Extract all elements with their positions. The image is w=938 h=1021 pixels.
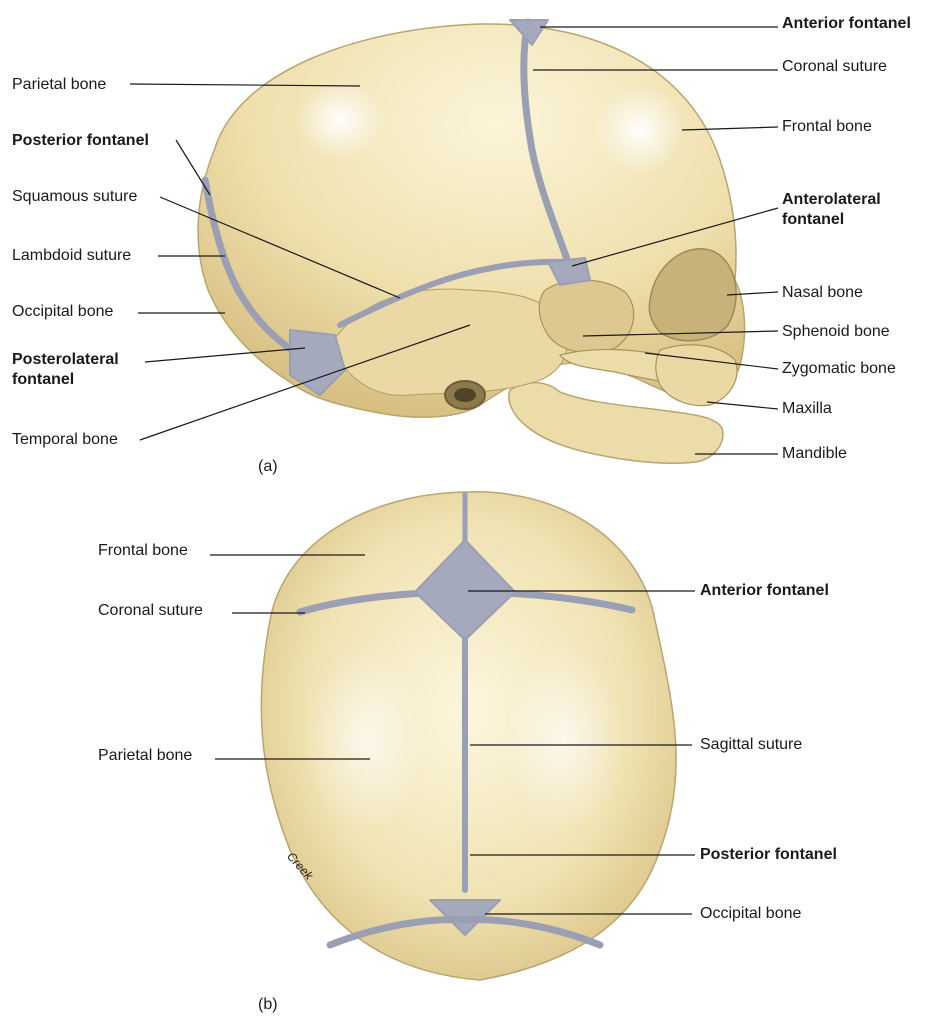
label-posterior-fontanel-a: Posterior fontanel [12, 131, 149, 150]
label-occipital-bone-b: Occipital bone [700, 904, 801, 923]
label-coronal-suture-a: Coronal suture [782, 57, 887, 76]
label-parietal-bone-b: Parietal bone [98, 746, 192, 765]
label-anterior-fontanel-a: Anterior fontanel [782, 14, 911, 33]
caption-b: (b) [258, 996, 278, 1014]
label-parietal-bone-a: Parietal bone [12, 75, 106, 94]
label-posterior-fontanel-b: Posterior fontanel [700, 845, 837, 864]
label-temporal-bone: Temporal bone [12, 430, 118, 449]
label-frontal-bone-a: Frontal bone [782, 117, 872, 136]
label-posterolateral-fontanel-line2: fontanel [12, 370, 74, 389]
label-occipital-bone-a: Occipital bone [12, 302, 113, 321]
label-maxilla: Maxilla [782, 399, 832, 418]
label-nasal-bone: Nasal bone [782, 283, 863, 302]
label-sphenoid-bone: Sphenoid bone [782, 322, 890, 341]
label-coronal-suture-b: Coronal suture [98, 601, 203, 620]
label-anterolateral-fontanel-line1: Anterolateral [782, 190, 881, 209]
label-posterolateral-fontanel-line1: Posterolateral [12, 350, 119, 369]
label-mandible: Mandible [782, 444, 847, 463]
label-zygomatic-bone: Zygomatic bone [782, 359, 896, 378]
caption-a: (a) [258, 458, 278, 476]
label-frontal-bone-b: Frontal bone [98, 541, 188, 560]
label-anterolateral-fontanel-line2: fontanel [782, 210, 844, 229]
label-sagittal-suture: Sagittal suture [700, 735, 802, 754]
maxilla-shape [656, 345, 737, 406]
superior-skull [261, 492, 676, 980]
label-lambdoid-suture: Lambdoid suture [12, 246, 131, 265]
label-squamous-suture: Squamous suture [12, 187, 137, 206]
lateral-skull [198, 20, 745, 463]
label-anterior-fontanel-b: Anterior fontanel [700, 581, 829, 600]
